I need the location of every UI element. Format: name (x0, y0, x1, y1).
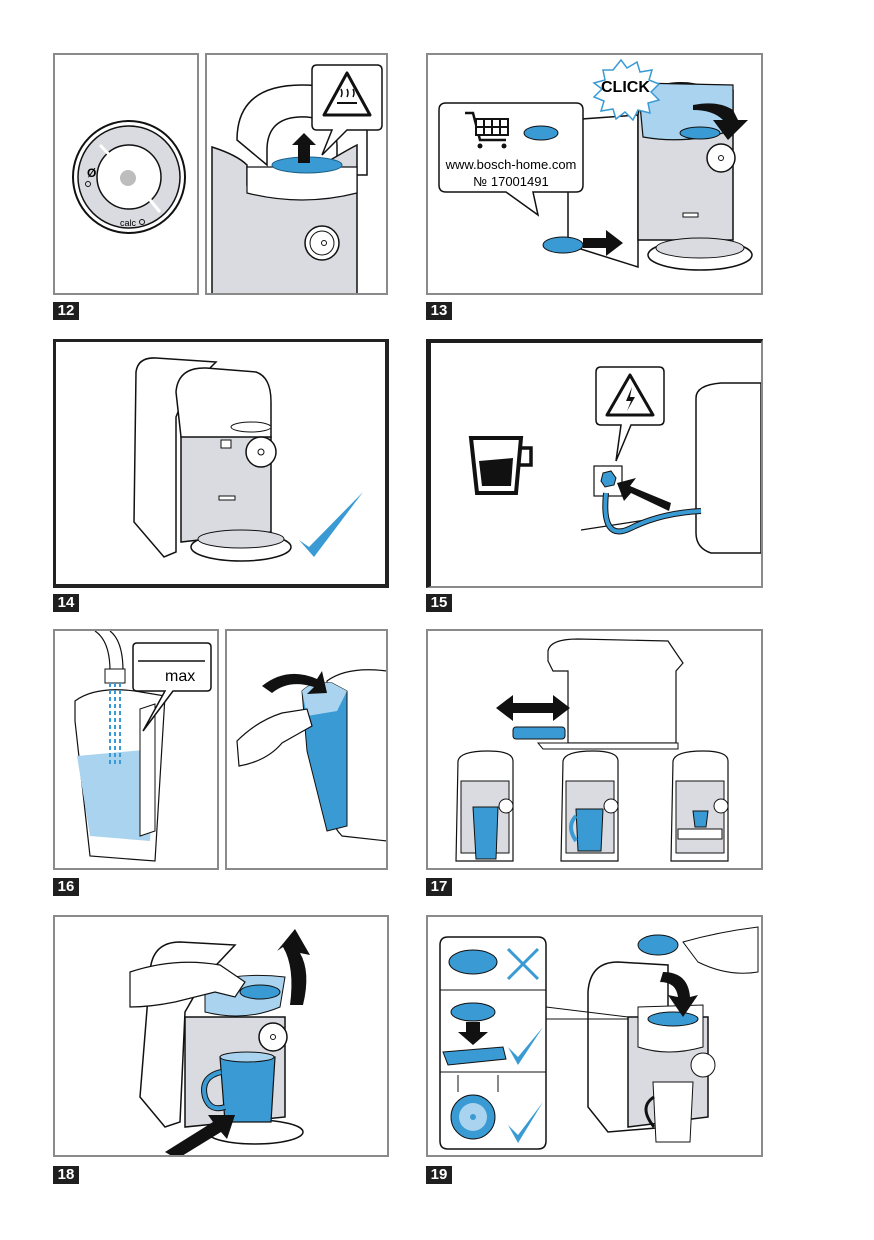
arrow-insert-icon (165, 1115, 235, 1155)
insert-tank-illustration (236, 669, 386, 842)
step-18-panel (53, 915, 389, 1157)
step-19-panel (426, 915, 763, 1157)
step-number-14: 14 (53, 594, 79, 612)
step-number-13: 13 (426, 302, 452, 320)
click-sound-label: CLICK (601, 79, 650, 96)
cross-icon (506, 947, 540, 981)
hand-icon (682, 926, 759, 974)
order-url: www.bosch-home.com (445, 157, 577, 172)
calc-dial-illustration: Ø calc (72, 120, 186, 234)
max-level-label: max (165, 668, 195, 685)
dial-label: calc (120, 218, 137, 228)
arrow-down-curved-icon (693, 103, 748, 140)
disc-seated-row (450, 1075, 543, 1143)
disc-wrong-row (448, 947, 540, 981)
lift-lid-insert-cup-illustration (129, 929, 310, 1155)
step-number-15: 15 (426, 594, 452, 612)
step-number-12: 12 (53, 302, 79, 320)
step-number-17: 17 (426, 878, 452, 896)
step-17-panel (426, 629, 763, 870)
step-16-panel-insert (225, 629, 388, 870)
step-14-panel (53, 339, 389, 588)
arrow-curved-icon (262, 671, 327, 694)
step-12-panel-dial: Ø calc (53, 53, 199, 295)
coffee-cup-icon (468, 436, 533, 495)
filter-disc-icon (523, 125, 559, 141)
drip-tray-illustration (455, 638, 729, 862)
hand-icon (236, 708, 313, 767)
step-15-panel (426, 339, 763, 588)
arrow-right-icon (583, 230, 623, 256)
arrow-down-curved-icon (660, 972, 698, 1017)
step-number-19: 19 (426, 1166, 452, 1184)
cup-option-espresso (670, 750, 729, 862)
descale-icon: Ø (87, 166, 96, 180)
disc-on-holder-row (442, 1002, 543, 1066)
order-part-number: № 17001491 (473, 174, 548, 189)
hot-surface-warning-icon (322, 71, 372, 117)
machine-ready-illustration (133, 357, 363, 562)
hand-icon (129, 961, 246, 1008)
insert-disc-illustration (439, 926, 759, 1150)
step-13-panel: CLICK www.bosch-home.com № 17001491 (426, 53, 763, 295)
step-12-panel-lid (205, 53, 388, 295)
cup-option-glass (455, 750, 514, 862)
arrow-up-icon (292, 133, 316, 163)
shopping-cart-icon (465, 111, 509, 149)
cup-option-mug (560, 750, 619, 862)
open-lid-illustration (211, 64, 383, 293)
replace-disc-illustration: CLICK www.bosch-home.com № 17001491 (438, 58, 753, 271)
check-mark-icon (299, 492, 363, 557)
arrow-up-curved-icon (277, 929, 310, 1005)
arrow-left-right-icon (496, 695, 570, 721)
step-number-18: 18 (53, 1166, 79, 1184)
step-16-panel-fill: max (53, 629, 219, 870)
arrow-plug-icon (617, 478, 671, 511)
plug-in-illustration (468, 366, 761, 554)
fill-tank-illustration: max (74, 631, 212, 862)
step-number-16: 16 (53, 878, 79, 896)
electric-shock-warning-icon (605, 373, 655, 417)
